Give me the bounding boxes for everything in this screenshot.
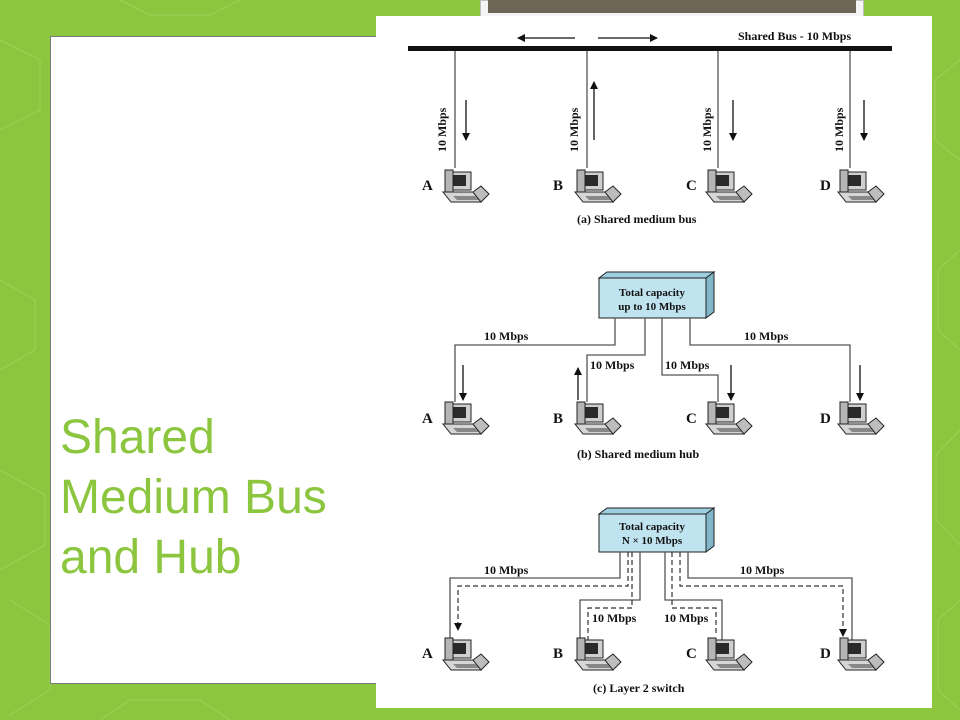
switch-caption: (c) Layer 2 switch — [593, 681, 685, 695]
hub-station-label-b: B — [553, 411, 563, 427]
computer-icon — [705, 169, 753, 203]
computer-icon — [574, 169, 622, 203]
bus-link-label-a: 10 Mbps — [435, 107, 449, 152]
hub-link-label-a: 10 Mbps — [484, 329, 529, 343]
hub-station-label-d: D — [820, 411, 831, 427]
hub-station-label-a: A — [422, 411, 433, 427]
bus-caption: (a) Shared medium bus — [577, 212, 697, 226]
station-label-b: B — [553, 178, 563, 194]
network-figure: Shared Bus - 10 Mbps 10 Mbps 10 Mbps 10 … — [376, 16, 932, 708]
switch-station-label-d: D — [820, 646, 831, 662]
bus-diagram: Shared Bus - 10 Mbps 10 Mbps 10 Mbps 10 … — [408, 29, 892, 226]
computer-icon — [705, 401, 753, 435]
computer-icon — [442, 401, 490, 435]
computer-icon — [705, 637, 753, 671]
switch-diagram: Total capacity N × 10 Mbps 10 Mbps 10 Mb… — [422, 507, 885, 695]
bus-link-label-c: 10 Mbps — [700, 107, 714, 152]
station-label-a: A — [422, 178, 433, 194]
hub-diagram: Total capacity up to 10 Mbps 10 Mbps 10 … — [422, 271, 885, 461]
hub-station-label-c: C — [686, 411, 697, 427]
computer-icon — [837, 637, 885, 671]
computer-icon — [837, 169, 885, 203]
hub-link-label-b: 10 Mbps — [590, 358, 635, 372]
bus-link-label-b: 10 Mbps — [567, 107, 581, 152]
bus-link-label-d: 10 Mbps — [832, 107, 846, 152]
switch-station-label-c: C — [686, 646, 697, 662]
switch-box — [598, 513, 707, 553]
station-label-d: D — [820, 178, 831, 194]
switch-link-label-c: 10 Mbps — [664, 611, 709, 625]
slide-title: Shared Medium Bus and Hub — [60, 411, 327, 584]
computer-icon — [442, 637, 490, 671]
hub-link-label-c: 10 Mbps — [665, 358, 710, 372]
hub-box — [598, 277, 707, 319]
hub-caption: (b) Shared medium hub — [577, 447, 699, 461]
title-panel — [50, 36, 390, 684]
computer-icon — [837, 401, 885, 435]
shared-bus-line — [408, 46, 892, 51]
hub-link-label-d: 10 Mbps — [744, 329, 789, 343]
hub-box-line1: Total capacity — [619, 287, 685, 299]
switch-station-label-a: A — [422, 646, 433, 662]
switch-box-line2: N × 10 Mbps — [622, 535, 683, 547]
switch-station-label-b: B — [553, 646, 563, 662]
hub-box-line2: up to 10 Mbps — [618, 301, 686, 313]
decorative-top-bar-fill — [488, 0, 856, 13]
station-label-c: C — [686, 178, 697, 194]
computer-icon — [442, 169, 490, 203]
switch-link-label-a: 10 Mbps — [484, 563, 529, 577]
computer-icon — [574, 401, 622, 435]
bus-label: Shared Bus - 10 Mbps — [738, 29, 851, 43]
computer-icon — [574, 637, 622, 671]
switch-link-label-b: 10 Mbps — [592, 611, 637, 625]
switch-box-line1: Total capacity — [619, 521, 685, 533]
switch-link-label-d: 10 Mbps — [740, 563, 785, 577]
